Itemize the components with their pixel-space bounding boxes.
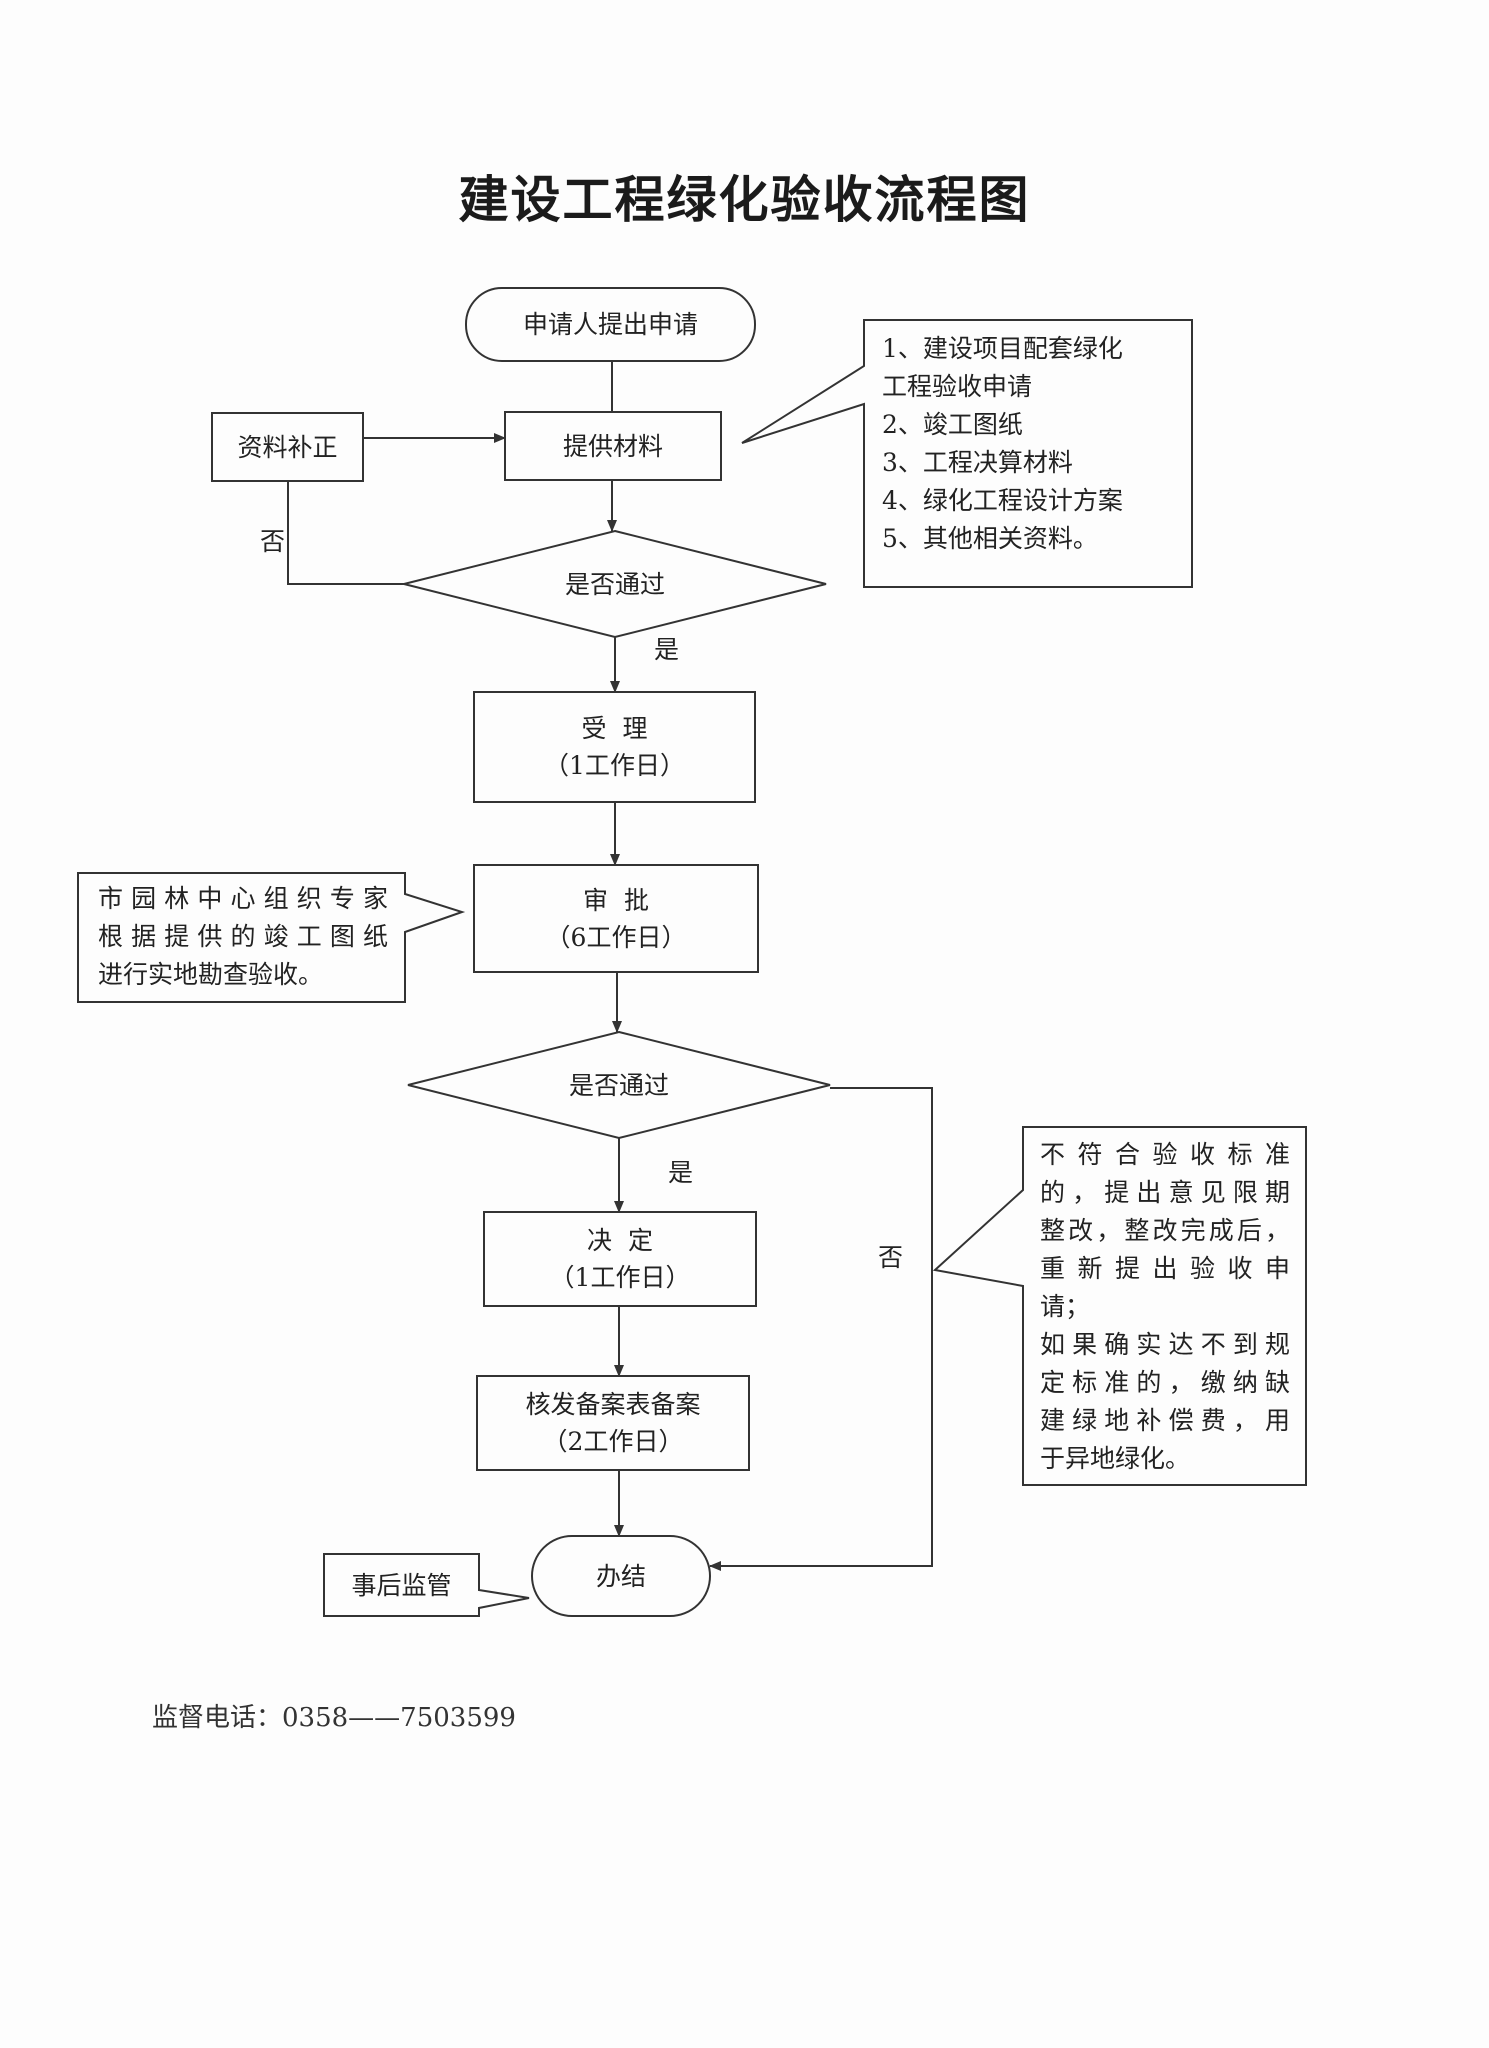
approval-note-line: 市园林中心组织专家: [98, 884, 388, 913]
materials-item: 工程验收申请: [882, 372, 1033, 401]
materials-item: 4、绿化工程设计方案: [882, 486, 1123, 515]
approval-note-line: 根据提供的竣工图纸: [98, 922, 388, 951]
edge-check2-no-to-finish: [709, 1087, 933, 1571]
rejection-note-line: 定标准的，缴纳缺: [1040, 1368, 1290, 1397]
rejection-note-line: 于异地绿化。: [1040, 1444, 1191, 1473]
rejection-note-line: 整改，整改完成后，: [1040, 1216, 1290, 1245]
materials-item: 5、其他相关资料。: [882, 524, 1098, 553]
edge-label-yes-1: 是: [654, 635, 680, 664]
approval-note-callout: [77, 872, 466, 1003]
materials-note-callout: [741, 319, 1193, 588]
edge-label-no-2: 否: [878, 1243, 904, 1272]
correct-materials-label: 资料补正: [237, 432, 338, 462]
rejection-note-line: 请；: [1040, 1292, 1091, 1321]
issue-name: 核发备案表备案: [525, 1390, 701, 1419]
rejection-note-callout: [932, 1126, 1307, 1486]
edge-label-yes-2: 是: [668, 1158, 694, 1187]
materials-list-note: 1、建设项目配套绿化 工程验收申请 2、竣工图纸 3、工程决算材料 4、绿化工程…: [882, 330, 1182, 558]
supervision-phone: 监督电话：0358——7503599: [152, 1703, 516, 1733]
finish-node-label: 办结: [595, 1561, 646, 1591]
rejection-note-line: 的，提出意见限期: [1040, 1178, 1290, 1207]
edge-label-no-1: 否: [260, 527, 286, 556]
issue-duration: （2工作日）: [542, 1427, 684, 1456]
supervision-note: 事后监管: [351, 1570, 452, 1600]
decide-node: 决 定 （1工作日）: [484, 1212, 756, 1306]
rejection-note-line: 如果确实达不到规: [1040, 1330, 1290, 1359]
start-node-label: 申请人提出申请: [522, 310, 698, 339]
decide-name: 决 定: [587, 1226, 653, 1255]
approval-note: 市园林中心组织专家 根据提供的竣工图纸 进行实地勘查验收。: [98, 880, 388, 994]
issue-box: [476, 1375, 750, 1471]
supervision-note-callout: [323, 1553, 530, 1617]
rejection-note: 不符合验收标准 的，提出意见限期 整改，整改完成后， 重新提出验收申 请； 如果…: [1040, 1136, 1290, 1478]
approve-duration: （6工作日）: [545, 922, 687, 952]
rejection-note-line: 不符合验收标准: [1040, 1140, 1290, 1169]
check2-label: 是否通过: [568, 1070, 669, 1100]
check1-label: 是否通过: [564, 569, 665, 599]
materials-item: 1、建设项目配套绿化: [882, 334, 1123, 363]
issue-node: 核发备案表备案 （2工作日）: [477, 1376, 749, 1470]
approve-name: 审 批: [583, 885, 649, 915]
decide-duration: （1工作日）: [549, 1263, 691, 1292]
materials-item: 3、工程决算材料: [882, 448, 1073, 477]
rejection-note-line: 建绿地补偿费，用: [1040, 1406, 1290, 1435]
accept-node: 受 理 （1工作日）: [474, 692, 755, 802]
page-title: 建设工程绿化验收流程图: [458, 171, 1031, 229]
approve-node: 审 批 （6工作日）: [474, 865, 758, 972]
submit-materials-label: 提供材料: [562, 431, 663, 461]
approval-note-line: 进行实地勘查验收。: [98, 960, 324, 989]
rejection-note-line: 重新提出验收申: [1040, 1254, 1290, 1283]
accept-name: 受 理: [581, 714, 648, 743]
accept-duration: （1工作日）: [544, 751, 685, 780]
materials-item: 2、竣工图纸: [882, 410, 1023, 439]
edge-check1-no-to-correct: [287, 481, 404, 585]
start-node-shape: [465, 287, 756, 362]
